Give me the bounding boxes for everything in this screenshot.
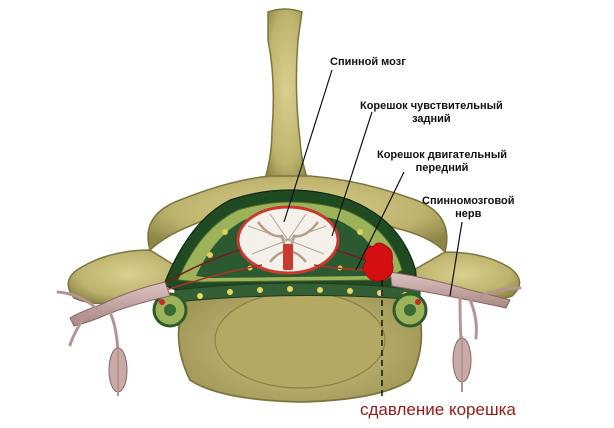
label-spinal-cord: Спинной мозг [330, 56, 406, 69]
label-dorsal-root-line2: задний [412, 113, 451, 125]
leader-spinal-nerve [449, 221, 463, 297]
vertebral-body-inner [214, 291, 386, 389]
anterior-fissure [283, 244, 293, 270]
label-dorsal-root-line1: Корешок чувствительный [360, 100, 503, 112]
spinal-nerve-left [69, 281, 171, 327]
leader-dorsal-root [331, 111, 373, 237]
leader-ventral-root [355, 171, 405, 271]
dorsal-root-left [159, 249, 241, 287]
label-ventral-root-line1: Корешок двигательный [377, 149, 507, 161]
root-compression-spot [362, 242, 394, 282]
label-spinal-nerve-line2: нерв [455, 208, 482, 220]
cord-rootlets [247, 213, 327, 255]
label-ventral-root: Корешок двигательный передний [377, 149, 507, 175]
spinous-process [260, 8, 314, 189]
vertebral-foramen-left [152, 292, 188, 328]
spinal-nerve-right [389, 271, 511, 309]
label-ventral-root-line2: передний [415, 162, 469, 174]
ventral-root-left [159, 264, 263, 293]
label-spinal-cord-text: Спинной мозг [330, 56, 406, 68]
label-spinal-nerve: Спинномозговой нерв [422, 195, 515, 221]
leader-spinal-cord [283, 69, 333, 223]
label-compression-text: сдавление корешка [360, 400, 516, 419]
label-compression: сдавление корешка [360, 400, 516, 420]
label-spinal-nerve-line1: Спинномозговой [422, 195, 515, 207]
vertebral-foramen-right [392, 292, 428, 328]
label-dorsal-root: Корешок чувствительный задний [360, 100, 503, 126]
